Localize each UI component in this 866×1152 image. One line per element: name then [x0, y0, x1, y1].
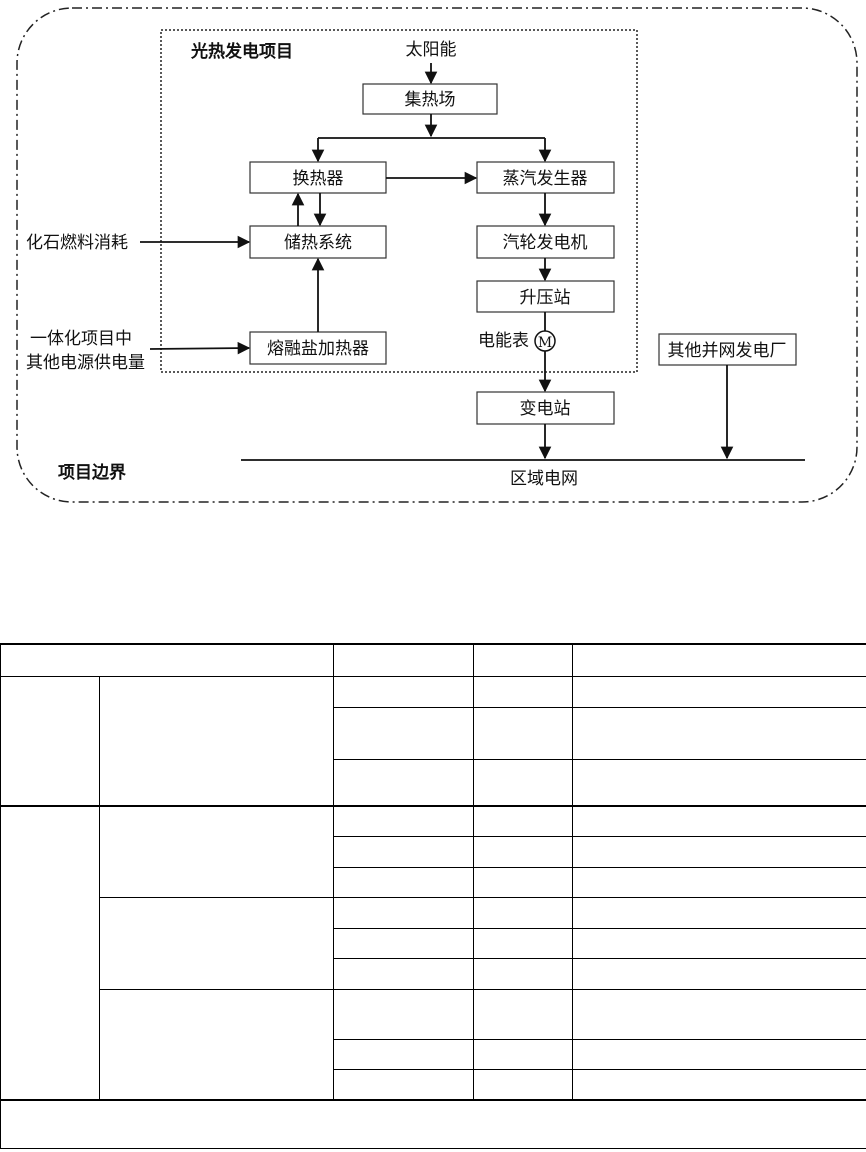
subgroup-cell-1 — [99, 675, 334, 807]
other-power-label-line1: 一体化项目中 — [30, 329, 132, 349]
table-row — [1, 988, 866, 1101]
table-row — [1, 1068, 866, 1101]
table-footer-row — [0, 1099, 866, 1149]
booster-box: 升压站 — [476, 280, 615, 313]
project-title: 光热发电项目 — [190, 41, 293, 62]
storage-label: 储热系统 — [284, 233, 352, 253]
turbine-label: 汽轮发电机 — [503, 233, 588, 253]
header-cell-3 — [473, 643, 573, 677]
fossil-label: 化石燃料消耗 — [26, 233, 128, 253]
turbine-box: 汽轮发电机 — [476, 225, 615, 259]
boundary-label: 项目边界 — [58, 463, 126, 483]
table-row — [1, 896, 866, 990]
table-row — [1, 758, 866, 807]
subgroup-cell-4 — [99, 988, 334, 1101]
other-power-label-line2: 其他电源供电量 — [26, 353, 145, 373]
steam-generator-box: 蒸汽发生器 — [476, 161, 615, 194]
storage-box: 储热系统 — [249, 225, 387, 259]
salt-heater-label: 熔融盐加热器 — [267, 339, 369, 359]
footer-cell — [0, 1099, 866, 1149]
heat-exchanger-box: 换热器 — [249, 161, 387, 194]
group-cell-1 — [0, 675, 100, 807]
other-plants-label: 其他并网发电厂 — [668, 341, 787, 361]
substation-label: 变电站 — [520, 399, 571, 419]
empty-table — [0, 643, 866, 1149]
arrow-other-power-to-heater — [149, 341, 251, 355]
grid-label: 区域电网 — [510, 469, 578, 489]
table-row — [1, 835, 866, 868]
header-cell-1 — [0, 643, 334, 677]
table-row — [0, 805, 866, 1101]
collector-box: 集热场 — [362, 83, 498, 115]
other-plants-box: 其他并网发电厂 — [658, 333, 797, 366]
solar-label: 太阳能 — [406, 40, 457, 60]
salt-heater-box: 熔融盐加热器 — [249, 331, 387, 365]
meter-symbol-letter: M — [538, 335, 552, 351]
steam-generator-label: 蒸汽发生器 — [503, 169, 588, 189]
meter-label: 电能表 — [478, 331, 529, 351]
csp-project-boundary — [160, 29, 638, 373]
table-row — [1, 927, 866, 959]
group-cell-2 — [0, 805, 100, 1101]
table-header-row — [0, 643, 866, 677]
header-cell-4 — [572, 643, 866, 677]
project-boundary — [16, 7, 858, 503]
table-row — [0, 675, 866, 807]
heat-exchanger-label: 换热器 — [293, 169, 344, 189]
header-cell-2 — [333, 643, 474, 677]
empty-table-container — [0, 643, 866, 1149]
project-boundary-diagram: 光热发电项目 项目边界 太阳能 集热场 换热器 蒸汽发生器 储热系统 汽轮发电机… — [16, 7, 858, 503]
subgroup-cell-2 — [99, 805, 334, 898]
substation-box: 变电站 — [476, 391, 615, 425]
booster-label: 升压站 — [520, 288, 571, 308]
collector-label: 集热场 — [405, 90, 456, 110]
subgroup-cell-3 — [99, 896, 334, 990]
table-row — [1, 706, 866, 760]
